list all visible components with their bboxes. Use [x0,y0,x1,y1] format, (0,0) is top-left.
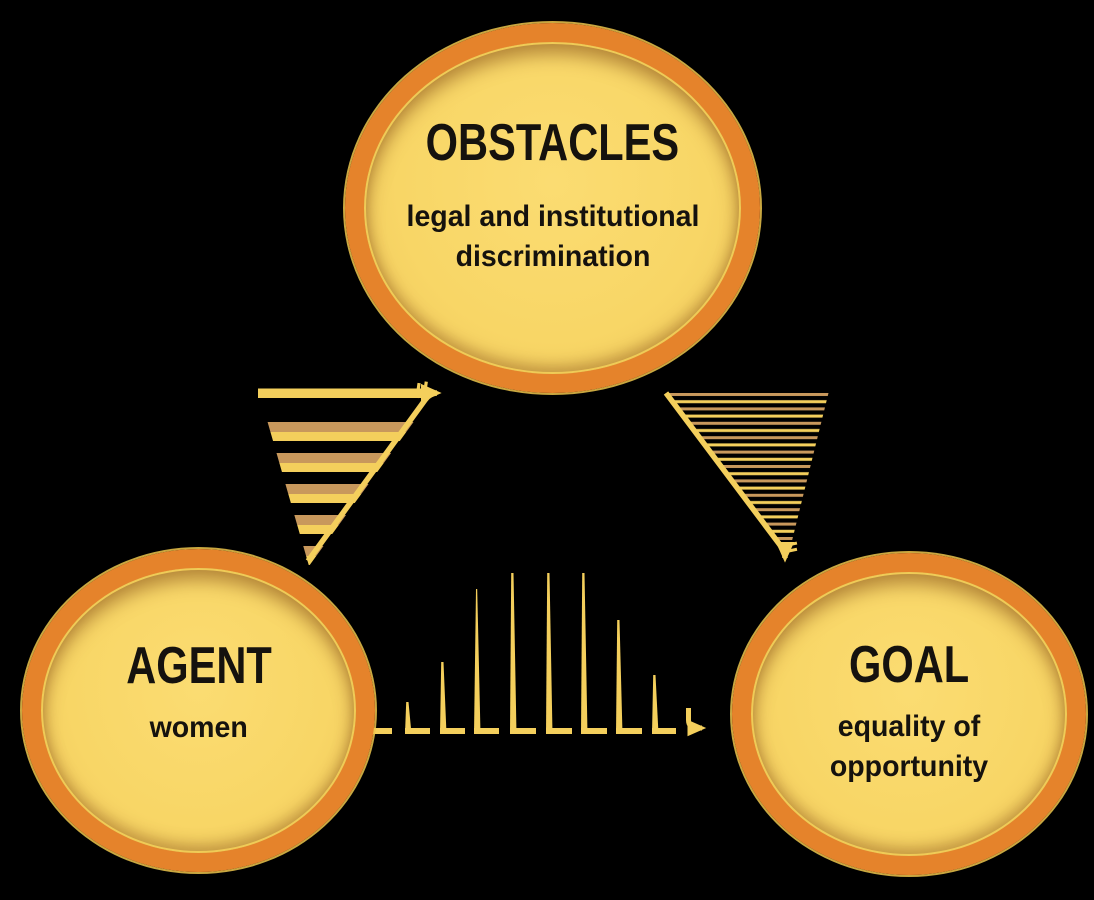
node-goal: GOAL equality of opportunity [732,553,1086,875]
arrow-obstacles-to-goal [663,391,829,563]
node-agent-subtitle: women [149,710,248,744]
node-agent-title: AGENT [125,636,272,695]
arrow-agent-to-goal [373,573,707,737]
node-obstacles-title: OBSTACLES [425,114,680,173]
node-obstacles: OBSTACLES legal and institutional discri… [345,23,760,393]
arrow-agent-to-obstacles [258,381,442,566]
node-agent: AGENT women [22,549,375,872]
node-goal-title: GOAL [848,636,970,695]
node-obstacles-subtitle: legal and institutional discrimination [406,200,699,273]
node-goal-subtitle: equality of opportunity [829,710,989,783]
